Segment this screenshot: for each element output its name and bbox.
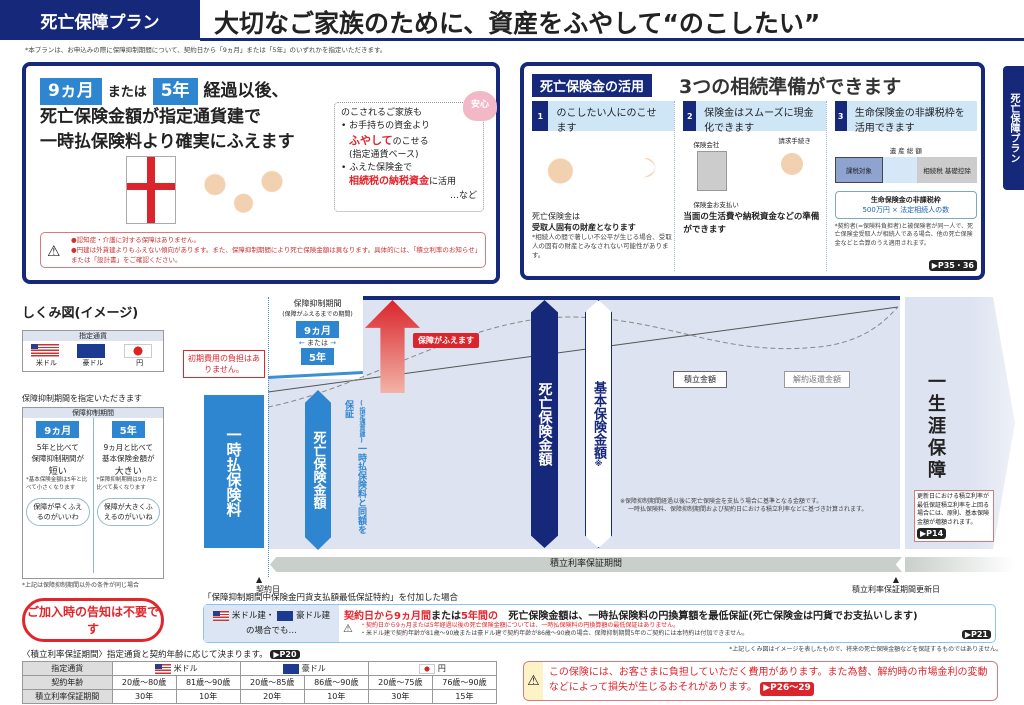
renew-note: 更新日における積立利率が最低保証積立利率を上回る場合には、原則、基本保険金額が増… [914,490,994,543]
plan-note: *本プランは、お申込みの際に保障抑制期間について、契約日から「9ヵ月」または「5… [25,46,387,54]
rider-title: 「保障抑制期間中保険金円貨支払額最低保証特約」を付加した場合 [203,593,459,603]
no-notice-badge: ご加入時の告知は不要です [22,598,164,642]
period-prompt: 保障抑制期間を指定いただきます [22,394,142,403]
heirs-illustration [532,137,675,205]
basic-amount-bar: 基本保険金額※ [585,300,612,548]
gift-illustration [126,156,176,224]
accum-label: 積立金額 [673,371,727,388]
period-footnote: *上記は保障抑制期間以外の条件が同じ場合 [22,582,140,589]
family-benefits: のこされるご家族も 安心 • お手持ちの資金より ふやしてのこせる (指定通貨ベ… [334,91,497,212]
feature-headline: 9ヵ月 または 5年 経過以後、 死亡保険金額が指定通貨建で一時払保険料より確実… [40,78,350,155]
tag-9-months: 9ヵ月 [40,78,102,105]
value-curves [268,306,899,408]
basic-amount-note: ※保障抑制期間経過以後に死亡保険金を支払う場合に基準となる金額です。一時払保険料… [620,498,868,514]
page-ref-p35[interactable]: ▶P35・36 [928,260,977,271]
table-row: 指定通貨米ドル豪ドル円 [22,661,498,676]
warning-icon: ⚠ [343,622,353,635]
option-9-months: 9ヵ月 5年と比べて保障抑制期間が短い *基本保険金額は5年と比べて小さくなりま… [23,418,94,573]
contract-day: ▲契約日 [256,575,280,594]
estate-bar: 課税対象 相続税 基礎控除 [834,157,977,183]
lifetime-label: 一生涯保障 [925,372,946,482]
currency-aud: 豪ドル [77,344,108,368]
scheme-title: しくみ図(イメージ) [22,306,139,321]
risk-warning: ⚠ この保険には、お客さまに負担していただく費用があります。また為替、解約時の市… [523,661,998,701]
warning-box: ⚠ ●認知症・介護に対する保障はありません。●円建は外貨建よりもふえない傾向があ… [40,232,486,268]
diagram-area [268,297,900,549]
plan-tab: 死亡保障プラン [0,0,200,40]
rider-box: 米ドル建・ 豪ドル建 の場合でも… 契約日から9ヵ月間または5年間の 死亡保険金… [203,604,996,643]
surrender-curve [268,306,899,408]
death-amount-early-bar: 死亡保険金額 [305,390,331,550]
currency-usd: 米ドル [30,344,62,368]
period-label: 保障抑制期間(保障がふえるまでの期間) 9ヵ月 ← または → 5年 [282,299,353,365]
accumulation-line [268,306,899,393]
guarantee-label: (指定通貨建)一時払保険料と同額を保証 [343,400,366,534]
currency-jpy: 円 [124,344,155,368]
warning-icon: ⚠ [524,662,543,700]
side-tab[interactable]: 死亡保障プラン [1003,66,1024,190]
table-caption: 〈積立利率保証期間〉指定通貨と契約年齢に応じて決まります。 ▶P20 [22,648,300,660]
guarantee-line [363,296,900,300]
inheritance-title: 3つの相続準備ができます [679,76,902,98]
renew-day: ▲積立利率保証期間更新日 [852,575,940,594]
page-title: 大切なご家族のために、資産をふやして“のこしたい” [214,9,821,38]
increase-label: 保障がふえます [413,333,479,348]
page-ref-p26[interactable]: ▶P26〜29 [760,682,814,696]
feature-box: 9ヵ月 または 5年 経過以後、 死亡保険金額が指定通貨建で一時払保険料より確実… [22,62,500,284]
usage-tag: 死亡保険金の活用 [532,74,653,97]
family-illustration [196,166,291,228]
tag-5-years: 5年 [152,78,198,105]
currency-box: 指定通貨 米ドル 豪ドル 円 [22,330,164,372]
warning-icon: ⚠ [47,242,61,260]
period-box: 保障抑制期間 9ヵ月 5年と比べて保障抑制期間が短い *基本保険金額は5年と比べ… [22,407,164,579]
page-ref-p14[interactable]: ▶P14 [917,527,947,540]
initial-cost-callout: 初期費用の負担はありません。 [183,350,265,378]
option-5-years: 5年 9ヵ月と比べて基本保険金額が大きい *保障抑制期間は9ヵ月と比べて長くなり… [94,418,164,573]
surrender-label: 解約返還金額 [784,371,850,388]
page-ref-p21[interactable]: ▶P21 [961,630,991,639]
page-ref-p20[interactable]: ▶P20 [270,650,300,659]
single-premium-bar: 一時払保険料 [204,395,264,548]
rate-period-bar: 積立利率保証期間 [270,557,902,572]
death-amount-bar: 死亡保険金額 [531,300,558,548]
anshin-heart: 安心 [463,91,497,121]
cash-illustration: 保険会社 請求手続き 保険金お支払い [693,137,811,209]
diagram-disclaimer: *上記しくみ図はイメージを表したもので、将来の死亡保険金額などを保証するものでは… [729,646,1002,653]
header-rule [200,38,1024,41]
